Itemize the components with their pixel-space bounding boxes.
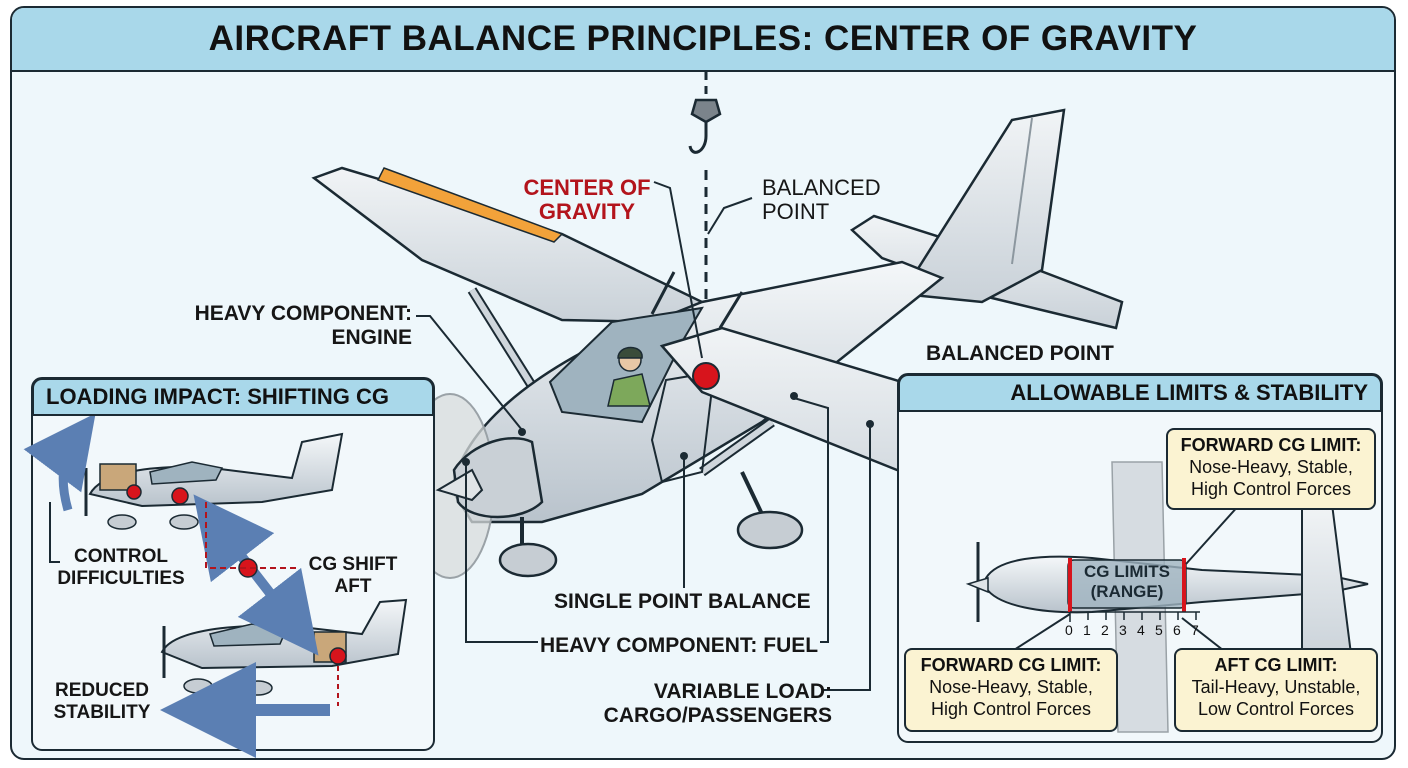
scale-5: 5: [1155, 622, 1163, 638]
scale-0: 0: [1065, 622, 1073, 638]
main-gear: [498, 471, 804, 578]
engine-line-2: ENGINE: [331, 326, 412, 349]
reduced-line-2: STABILITY: [53, 702, 151, 723]
scale-3: 3: [1119, 622, 1127, 638]
balanced-point-right-label: BALANCED POINT: [926, 342, 1114, 365]
shift-line-2: AFT: [334, 576, 372, 597]
load-line-2: CARGO/PASSENGERS: [603, 704, 832, 727]
load-line-1: VARIABLE LOAD:: [653, 680, 832, 703]
small-plane-forward: [84, 432, 344, 530]
note-top-head: FORWARD CG LIMIT:: [1180, 435, 1362, 455]
left-panel-title: LOADING IMPACT: SHIFTING CG: [32, 378, 434, 416]
note-fwd-head: FORWARD CG LIMIT:: [920, 655, 1102, 675]
scale-7: 7: [1191, 622, 1199, 638]
reduced-stability-label: REDUCED STABILITY: [42, 680, 162, 724]
spinner: [435, 468, 484, 502]
diagram-frame: AIRCRAFT BALANCE PRINCIPLES: CENTER OF G…: [10, 6, 1396, 760]
engine-line-1: HEAVY COMPONENT:: [194, 302, 412, 325]
heavy-engine-label: HEAVY COMPONENT: ENGINE: [162, 302, 412, 350]
control-line-2: DIFFICULTIES: [57, 568, 185, 589]
note-aft-head: AFT CG LIMIT:: [1214, 655, 1338, 675]
control-difficulties-label: CONTROL DIFFICULTIES: [46, 546, 196, 590]
single-point-balance-label: SINGLE POINT BALANCE: [554, 590, 811, 613]
balanced-point-top-label: BALANCED POINT: [762, 176, 881, 224]
scale-6: 6: [1173, 622, 1181, 638]
scale-1: 1: [1083, 622, 1091, 638]
cg-shift-aft-label: CG SHIFT AFT: [298, 554, 408, 598]
variable-load-label: VARIABLE LOAD: CARGO/PASSENGERS: [592, 680, 832, 728]
note-fwd-line-2: High Control Forces: [930, 699, 1092, 719]
limits-line-1: CG LIMITS: [1084, 562, 1170, 581]
control-line-1: CONTROL: [74, 546, 168, 567]
note-aft-line-2: Low Control Forces: [1197, 699, 1355, 719]
cg-shift-arrow: [193, 494, 319, 656]
note-top-line-1: Nose-Heavy, Stable,: [1189, 457, 1353, 477]
forward-limit-note: FORWARD CG LIMIT: Nose-Heavy, Stable, Hi…: [904, 648, 1118, 732]
scale-2: 2: [1101, 622, 1109, 638]
callout-leaders: [416, 181, 871, 691]
pilot-icon: [607, 346, 651, 407]
shift-line-1: CG SHIFT: [308, 554, 398, 575]
right-panel-title: ALLOWABLE LIMITS & STABILITY: [898, 374, 1382, 412]
cog-line-1: CENTER OF: [523, 175, 651, 200]
heavy-fuel-label: HEAVY COMPONENT: FUEL: [540, 634, 819, 657]
note-top-line-2: High Control Forces: [1190, 479, 1352, 499]
nose-up-arrow: [23, 413, 96, 512]
scale-4: 4: [1137, 622, 1145, 638]
hook-icon: [688, 72, 722, 154]
note-fwd-line-1: Nose-Heavy, Stable,: [929, 677, 1093, 697]
cg-dot: [692, 362, 720, 390]
reduced-line-1: REDUCED: [55, 680, 149, 701]
cg-limits-label: CG LIMITS (RANGE): [1068, 562, 1186, 602]
topdown-aircraft: [965, 461, 1369, 733]
forward-limit-note-top: FORWARD CG LIMIT: Nose-Heavy, Stable, Hi…: [1166, 428, 1376, 510]
center-of-gravity-label: CENTER OF GRAVITY: [502, 176, 672, 224]
cg-scale: [1069, 611, 1200, 622]
limits-line-2: (RANGE): [1090, 582, 1164, 601]
page-title: AIRCRAFT BALANCE PRINCIPLES: CENTER OF G…: [208, 19, 1198, 58]
bp-top-line-1: BALANCED: [762, 175, 881, 200]
vertical-tail: [899, 108, 1066, 304]
title-bar: AIRCRAFT BALANCE PRINCIPLES: CENTER OF G…: [12, 8, 1394, 72]
bp-top-line-2: POINT: [762, 199, 830, 224]
note-aft-line-1: Tail-Heavy, Unstable,: [1191, 677, 1361, 697]
cog-line-2: GRAVITY: [538, 199, 636, 224]
aft-limit-note: AFT CG LIMIT: Tail-Heavy, Unstable, Low …: [1174, 648, 1378, 732]
